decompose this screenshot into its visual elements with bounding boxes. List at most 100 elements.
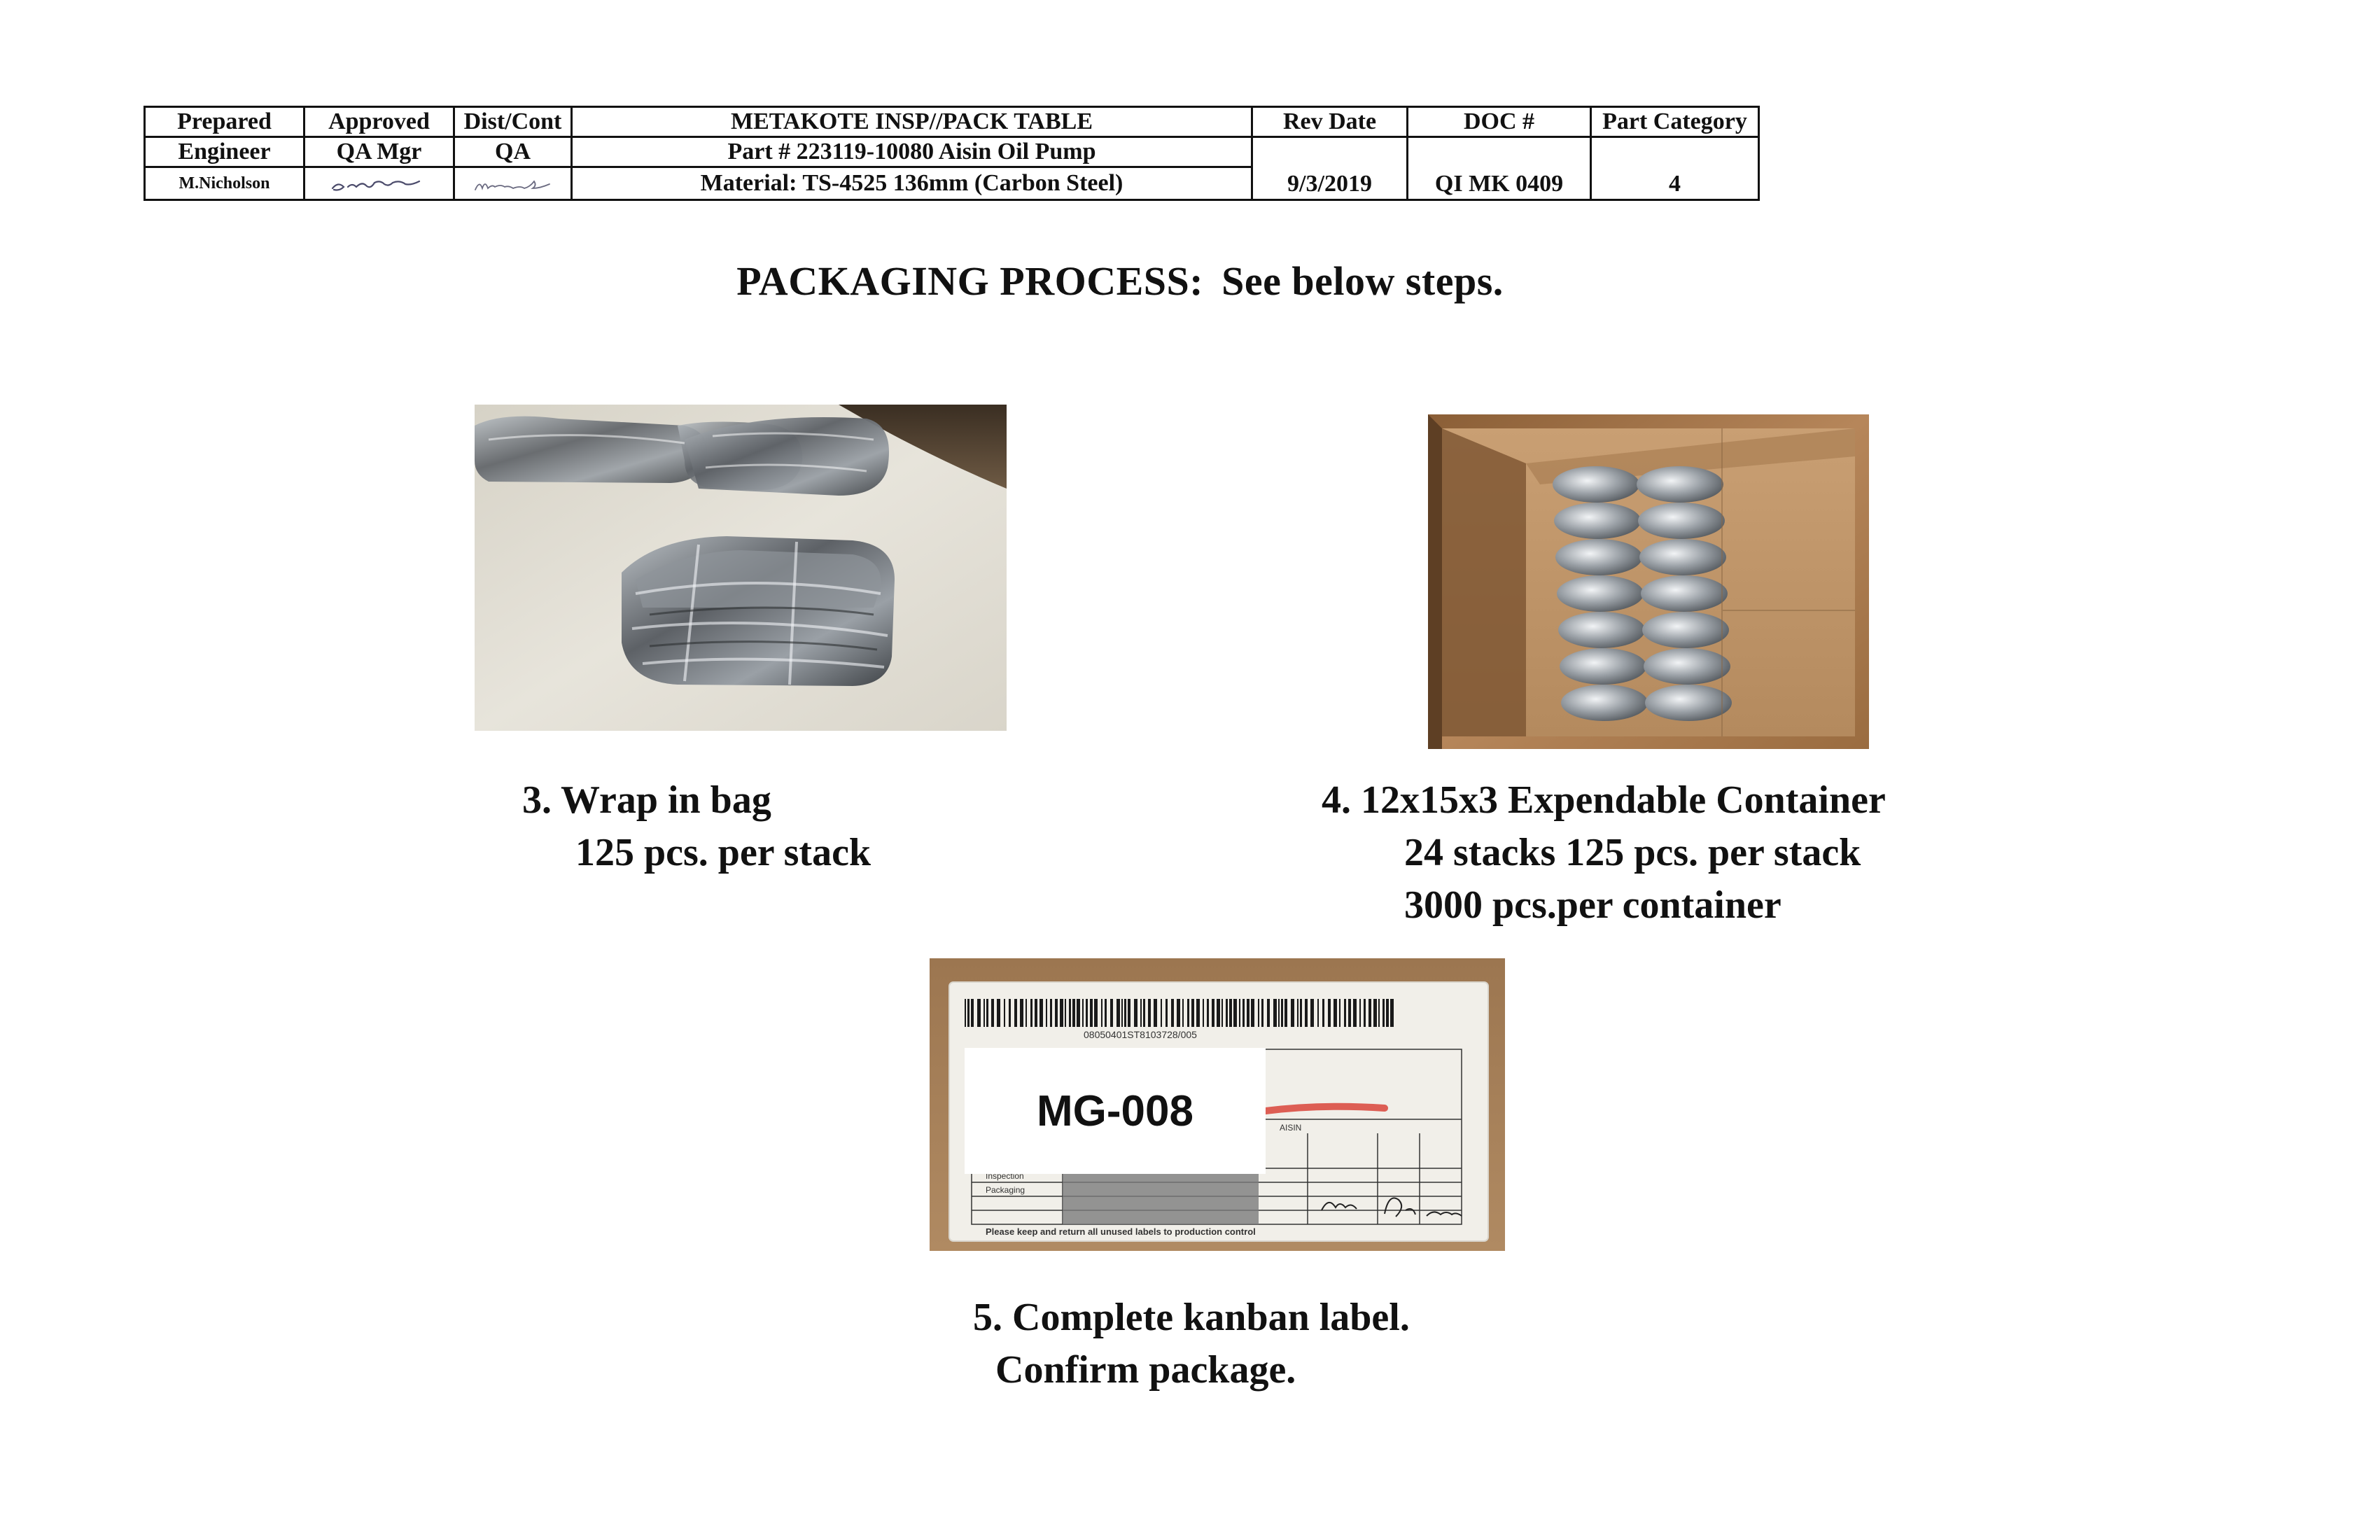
step-4-title: 4. 12x15x3 Expendable Container: [1322, 778, 1886, 822]
barcode-bar: [1273, 999, 1277, 1027]
page-title: PACKAGING PROCESS: See below steps.: [0, 258, 2240, 304]
barcode-bar: [1300, 999, 1302, 1027]
approved-header: Approved: [303, 106, 455, 138]
barcode-bar: [1134, 999, 1138, 1027]
barcode-bar: [1101, 999, 1102, 1027]
barcode-bar: [1364, 999, 1366, 1027]
barcode-bar: [1242, 999, 1245, 1027]
barcode-bar: [1086, 999, 1088, 1027]
box-photo: [1428, 414, 1869, 749]
title-lead: PACKAGING PROCESS:: [736, 258, 1204, 304]
barcode-bar: [1261, 999, 1264, 1027]
barcode-bar: [1348, 999, 1351, 1027]
table-name: METAKOTE INSP//PACK TABLE: [570, 106, 1253, 138]
barcode-bar: [1251, 999, 1254, 1027]
barcode-bar: [1171, 999, 1174, 1027]
barcode-bar: [977, 999, 981, 1027]
barcode-bar: [1390, 999, 1394, 1027]
barcode-bar: [1009, 999, 1011, 1027]
step-3-title: 3. Wrap in bag: [522, 778, 771, 822]
barcode-bar: [1124, 999, 1126, 1027]
barcode-bar: [1344, 999, 1346, 1027]
barcode-bar: [991, 999, 994, 1027]
svg-text:Packaging: Packaging: [986, 1185, 1025, 1195]
barcode-bar: [971, 999, 974, 1027]
barcode-bar: [1020, 999, 1023, 1027]
barcode-bar: [1310, 999, 1314, 1027]
barcode-bar: [1069, 999, 1071, 1027]
foil-stack: [1558, 612, 1645, 648]
barcode-bar: [1004, 999, 1005, 1027]
barcode-bar: [1322, 999, 1324, 1027]
foil-stack: [1638, 503, 1725, 539]
barcode-bar: [986, 999, 988, 1027]
foil-stack: [1553, 466, 1639, 503]
barcode-bar: [1229, 999, 1232, 1027]
wrapped-stack-photo: [475, 405, 1007, 731]
barcode-bar: [1339, 999, 1340, 1027]
step-4-detail-total: 3000 pcs.per container: [1404, 883, 1782, 927]
foil-stack: [1644, 648, 1730, 685]
step-5-title: 5. Complete kanban label.: [973, 1296, 1410, 1339]
rev-date-value: 9/3/2019: [1251, 136, 1408, 201]
barcode-bar: [1161, 999, 1162, 1027]
dist-cont-header: Dist/Cont: [453, 106, 573, 138]
barcode-bar: [1094, 999, 1098, 1027]
foil-stack: [1641, 575, 1728, 612]
barcode-bar: [1239, 999, 1240, 1027]
signature-icon: [474, 180, 550, 191]
barcode-bar: [1297, 999, 1298, 1027]
barcode-bar: [1046, 999, 1047, 1027]
barcode-bar: [1267, 999, 1270, 1027]
barcode-bar: [1196, 999, 1200, 1027]
wrapped-stack-image: [475, 405, 1007, 731]
svg-text:AISIN: AISIN: [1280, 1123, 1301, 1133]
doc-number-value: QI MK 0409: [1406, 136, 1592, 201]
barcode-bar: [1281, 999, 1283, 1027]
barcode-bar: [1334, 999, 1337, 1027]
barcode-bar: [965, 999, 966, 1027]
foil-stack: [1555, 539, 1642, 575]
step-5-detail: Confirm package.: [995, 1348, 1296, 1392]
barcode-bar: [1291, 999, 1294, 1027]
svg-text:08050401ST8103728/005: 08050401ST8103728/005: [1084, 1029, 1197, 1040]
foil-stack: [1554, 503, 1641, 539]
step-4-caption: 4. 12x15x3 Expendable Container 24 stack…: [1322, 774, 1886, 932]
barcode-bar: [1258, 999, 1259, 1027]
prepared-role: Engineer: [144, 136, 305, 168]
barcode-bar: [1284, 999, 1287, 1027]
barcode-bar: [1378, 999, 1380, 1027]
barcode-bar: [1212, 999, 1214, 1027]
barcode-bar: [1077, 999, 1080, 1027]
barcode-bar: [1060, 999, 1063, 1027]
barcode-bar: [1217, 999, 1220, 1027]
barcode-bar: [1233, 999, 1237, 1027]
foil-stack: [1557, 575, 1644, 612]
barcode-bar: [1040, 999, 1043, 1027]
barcode-bar: [1050, 999, 1052, 1027]
barcode-bar: [1368, 999, 1371, 1027]
kanban-label-photo: 08050401ST8103728/005 AISIN Inspection P…: [930, 958, 1505, 1251]
barcode-bar: [1055, 999, 1058, 1027]
barcode-bar: [1222, 999, 1223, 1027]
approved-role: QA Mgr: [303, 136, 455, 168]
foil-stack: [1645, 685, 1732, 721]
barcode-bar: [1382, 999, 1385, 1027]
doc-number-header: DOC #: [1406, 106, 1592, 138]
part-category-header: Part Category: [1590, 106, 1760, 138]
prepared-header: Prepared: [144, 106, 305, 138]
svg-text:Please keep and return all unu: Please keep and return all unused labels…: [986, 1226, 1256, 1237]
foil-stack: [1560, 648, 1646, 685]
barcode-bar: [997, 999, 1000, 1027]
title-rest: See below steps.: [1222, 258, 1504, 304]
barcode-bar: [1247, 999, 1250, 1027]
signature-icon: [331, 181, 420, 191]
step-5-caption: 5. Complete kanban label. Confirm packag…: [973, 1292, 1410, 1396]
barcode-bar: [1026, 999, 1027, 1027]
barcode-bar: [1072, 999, 1075, 1027]
barcode-bar: [1203, 999, 1204, 1027]
barcode-bar: [1317, 999, 1319, 1027]
step-3-detail: 125 pcs. per stack: [575, 831, 872, 874]
container-box-image: [1428, 414, 1869, 749]
barcode-bar: [1166, 999, 1168, 1027]
